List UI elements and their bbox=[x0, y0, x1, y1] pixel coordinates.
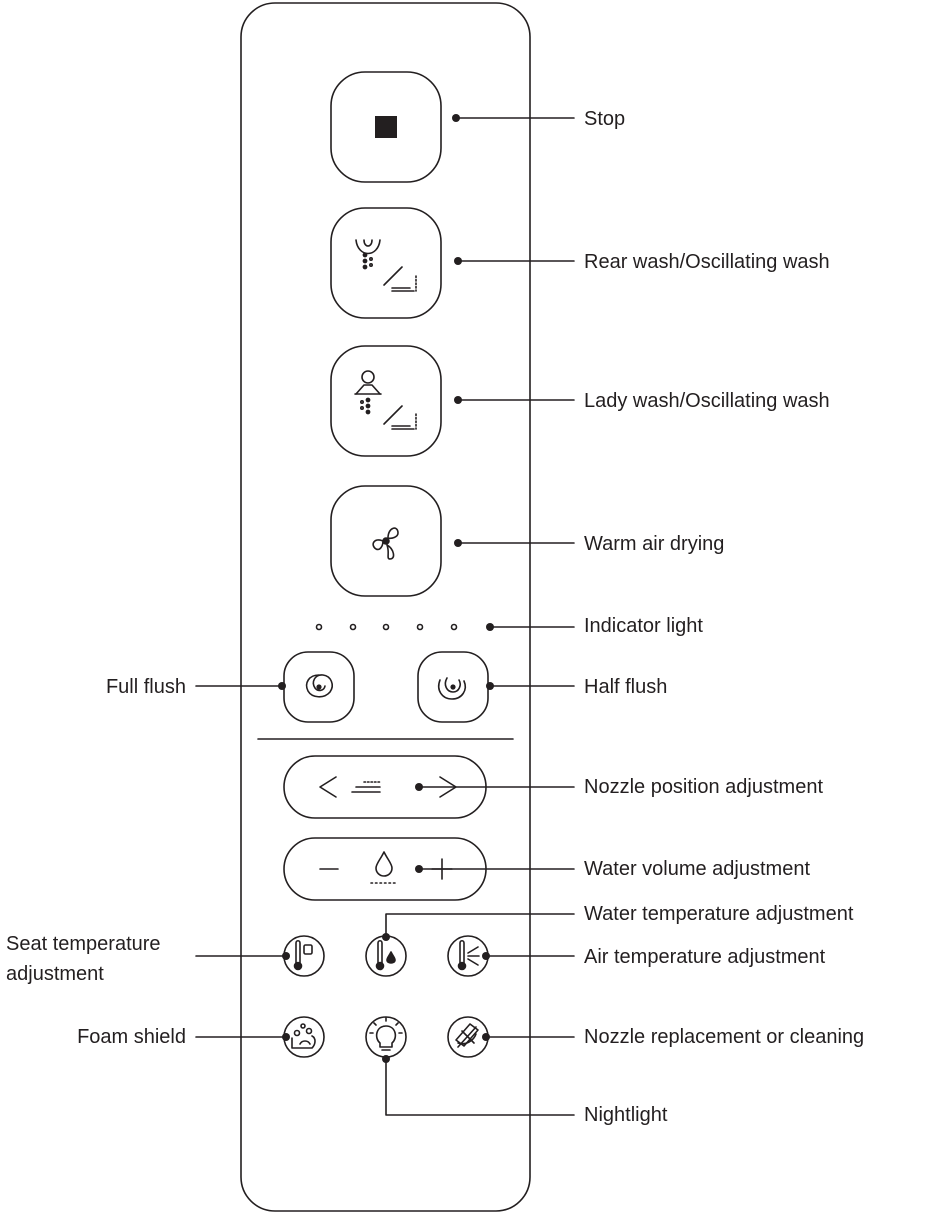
nozzle-cleaning-icon bbox=[455, 1023, 479, 1048]
water-thermometer-icon bbox=[375, 939, 396, 971]
callout-half-flush bbox=[486, 682, 575, 690]
indicator-lights bbox=[315, 623, 458, 631]
seat-thermometer-icon bbox=[293, 939, 313, 971]
label-seat-temp-line1: Seat temperature bbox=[6, 933, 161, 955]
callout-air-temp bbox=[482, 952, 575, 960]
indicator-dot bbox=[382, 623, 390, 631]
indicator-dot bbox=[349, 623, 357, 631]
label-indicator-light: Indicator light bbox=[584, 615, 703, 637]
lady-wash-icon bbox=[354, 370, 417, 430]
label-half-flush: Half flush bbox=[584, 676, 668, 698]
water-drop-icon bbox=[370, 851, 398, 884]
label-warm-air: Warm air drying bbox=[584, 533, 725, 555]
callout-lady-wash bbox=[454, 396, 575, 404]
label-lady-wash: Lady wash/Oscillating wash bbox=[584, 390, 830, 412]
callout-nightlight bbox=[382, 1055, 575, 1116]
remote-body bbox=[240, 2, 531, 1212]
indicator-dot bbox=[416, 623, 424, 631]
nightlight-button[interactable] bbox=[365, 1016, 407, 1058]
half-flush-swirl-icon bbox=[437, 677, 467, 700]
full-flush-button[interactable] bbox=[283, 651, 355, 723]
label-rear-wash: Rear wash/Oscillating wash bbox=[584, 251, 830, 273]
flush-swirl-icon bbox=[305, 674, 333, 698]
lightbulb-icon bbox=[369, 1017, 403, 1051]
callout-water-temp bbox=[382, 913, 575, 941]
label-nozzle-position: Nozzle position adjustment bbox=[584, 776, 824, 798]
lady-wash-button[interactable] bbox=[330, 345, 442, 457]
callout-foam-shield bbox=[195, 1033, 290, 1041]
stop-square-icon bbox=[375, 116, 397, 138]
callout-lines bbox=[195, 114, 575, 1116]
label-foam-shield: Foam shield bbox=[77, 1026, 186, 1048]
callout-warm-air bbox=[454, 539, 575, 547]
warm-air-button[interactable] bbox=[330, 485, 442, 597]
callout-seat-temp bbox=[195, 952, 290, 960]
label-nightlight: Nightlight bbox=[584, 1104, 668, 1126]
fan-icon bbox=[372, 527, 399, 560]
label-seat-temp-line2: adjustment bbox=[6, 963, 104, 985]
callout-nozzle-position bbox=[415, 783, 575, 791]
half-flush-button[interactable] bbox=[417, 651, 489, 723]
indicator-dot bbox=[450, 623, 458, 631]
nozzle-replace-button[interactable] bbox=[447, 1016, 489, 1058]
callout-rear-wash bbox=[454, 257, 575, 265]
callout-water-volume bbox=[415, 865, 575, 873]
label-nozzle-replace: Nozzle replacement or cleaning bbox=[584, 1026, 865, 1048]
callout-nozzle-replace bbox=[482, 1033, 575, 1041]
rear-wash-icon bbox=[355, 239, 417, 292]
air-thermometer-icon bbox=[457, 939, 480, 971]
indicator-dot bbox=[315, 623, 323, 631]
label-air-temp: Air temperature adjustment bbox=[584, 946, 826, 968]
label-full-flush: Full flush bbox=[105, 676, 186, 698]
nozzle-position-icon bbox=[351, 781, 381, 793]
label-water-volume: Water volume adjustment bbox=[584, 858, 811, 880]
water-temp-button[interactable] bbox=[365, 935, 407, 977]
chevron-left-icon bbox=[319, 776, 337, 798]
foam-bubbles-icon bbox=[291, 1023, 316, 1049]
stop-button[interactable] bbox=[330, 71, 442, 183]
callout-stop bbox=[452, 114, 575, 122]
label-stop: Stop bbox=[584, 108, 626, 130]
callout-full-flush bbox=[195, 682, 286, 690]
rear-wash-button[interactable] bbox=[330, 207, 442, 319]
label-water-temp: Water temperature adjustment bbox=[584, 903, 854, 925]
callout-indicator bbox=[486, 623, 575, 631]
